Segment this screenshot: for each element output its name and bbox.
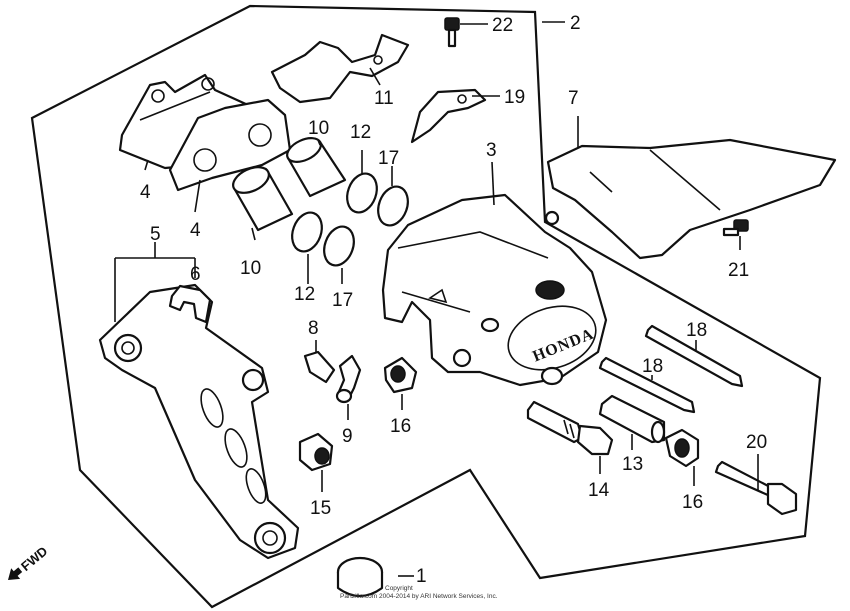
caliper-cover [544,138,837,260]
part-labels: 1 2 3 4 4 5 6 7 8 9 10 10 11 12 12 13 14… [140,13,767,587]
bleeder-bolt [444,17,460,48]
pin-boot-lower [664,428,700,468]
copyright-line-1: Copyright [385,585,413,592]
label-part-20: 20 [746,432,767,453]
mounting-bolt [714,460,798,516]
label-part-11: 11 [374,88,394,109]
piston-upper [286,137,347,198]
slide-pin-upper [644,324,744,388]
label-part-13: 13 [622,454,643,475]
slide-pin-lower [598,356,696,414]
dust-seal-lower [323,225,355,267]
cover-screw [722,219,749,237]
pad-spring-bracket [270,33,410,104]
fwd-label: FWD [18,543,50,574]
label-part-8: 8 [308,318,319,339]
label-part-4a: 4 [140,182,151,203]
brake-pad-front [168,98,292,192]
label-part-15: 15 [310,498,331,519]
label-part-17a: 17 [378,148,399,169]
label-part-10b: 10 [240,258,261,279]
arrow-down-left-icon [8,567,23,580]
label-part-18a: 18 [686,320,707,341]
label-part-6: 6 [190,264,201,285]
label-part-5: 5 [150,224,161,245]
label-part-1: 1 [416,566,427,587]
label-part-17b: 17 [332,290,353,311]
label-part-12a: 12 [350,122,371,143]
forward-direction-indicator: FWD [8,543,50,580]
label-part-19: 19 [504,87,525,108]
label-part-12b: 12 [294,284,315,305]
label-part-22: 22 [492,15,513,36]
piston-seal-upper [346,172,378,214]
copyright-line-2: Partzilla.com 2004-2014 by ARI Network S… [340,593,498,600]
bracket-boot [298,432,334,472]
piston-seal-lower [291,211,323,253]
label-part-2: 2 [570,13,581,34]
label-part-7: 7 [568,88,579,109]
label-part-18b: 18 [642,356,663,377]
caliper-pin-bolt [526,400,614,456]
assembly-boundary [30,4,822,609]
bleeder-cap [335,354,362,404]
pin-boot-upper [383,356,418,394]
pin-sleeve [598,394,666,444]
label-part-14: 14 [588,480,610,501]
label-part-10a: 10 [308,118,329,139]
label-part-9: 9 [342,426,353,447]
bracket-clip [410,88,487,144]
piston-lower [232,166,294,232]
label-part-3: 3 [486,140,497,161]
caliper-body: HONDA [381,193,608,387]
leader-lines [114,21,759,577]
collar [336,556,384,598]
retainer-clip [168,284,212,324]
label-part-21: 21 [728,260,749,281]
label-part-16b: 16 [682,492,703,513]
label-part-16a: 16 [390,416,411,437]
dust-seal-upper [377,185,409,227]
label-part-4b: 4 [190,220,201,241]
caliper-bracket [98,283,300,560]
bleeder-valve [303,350,336,384]
